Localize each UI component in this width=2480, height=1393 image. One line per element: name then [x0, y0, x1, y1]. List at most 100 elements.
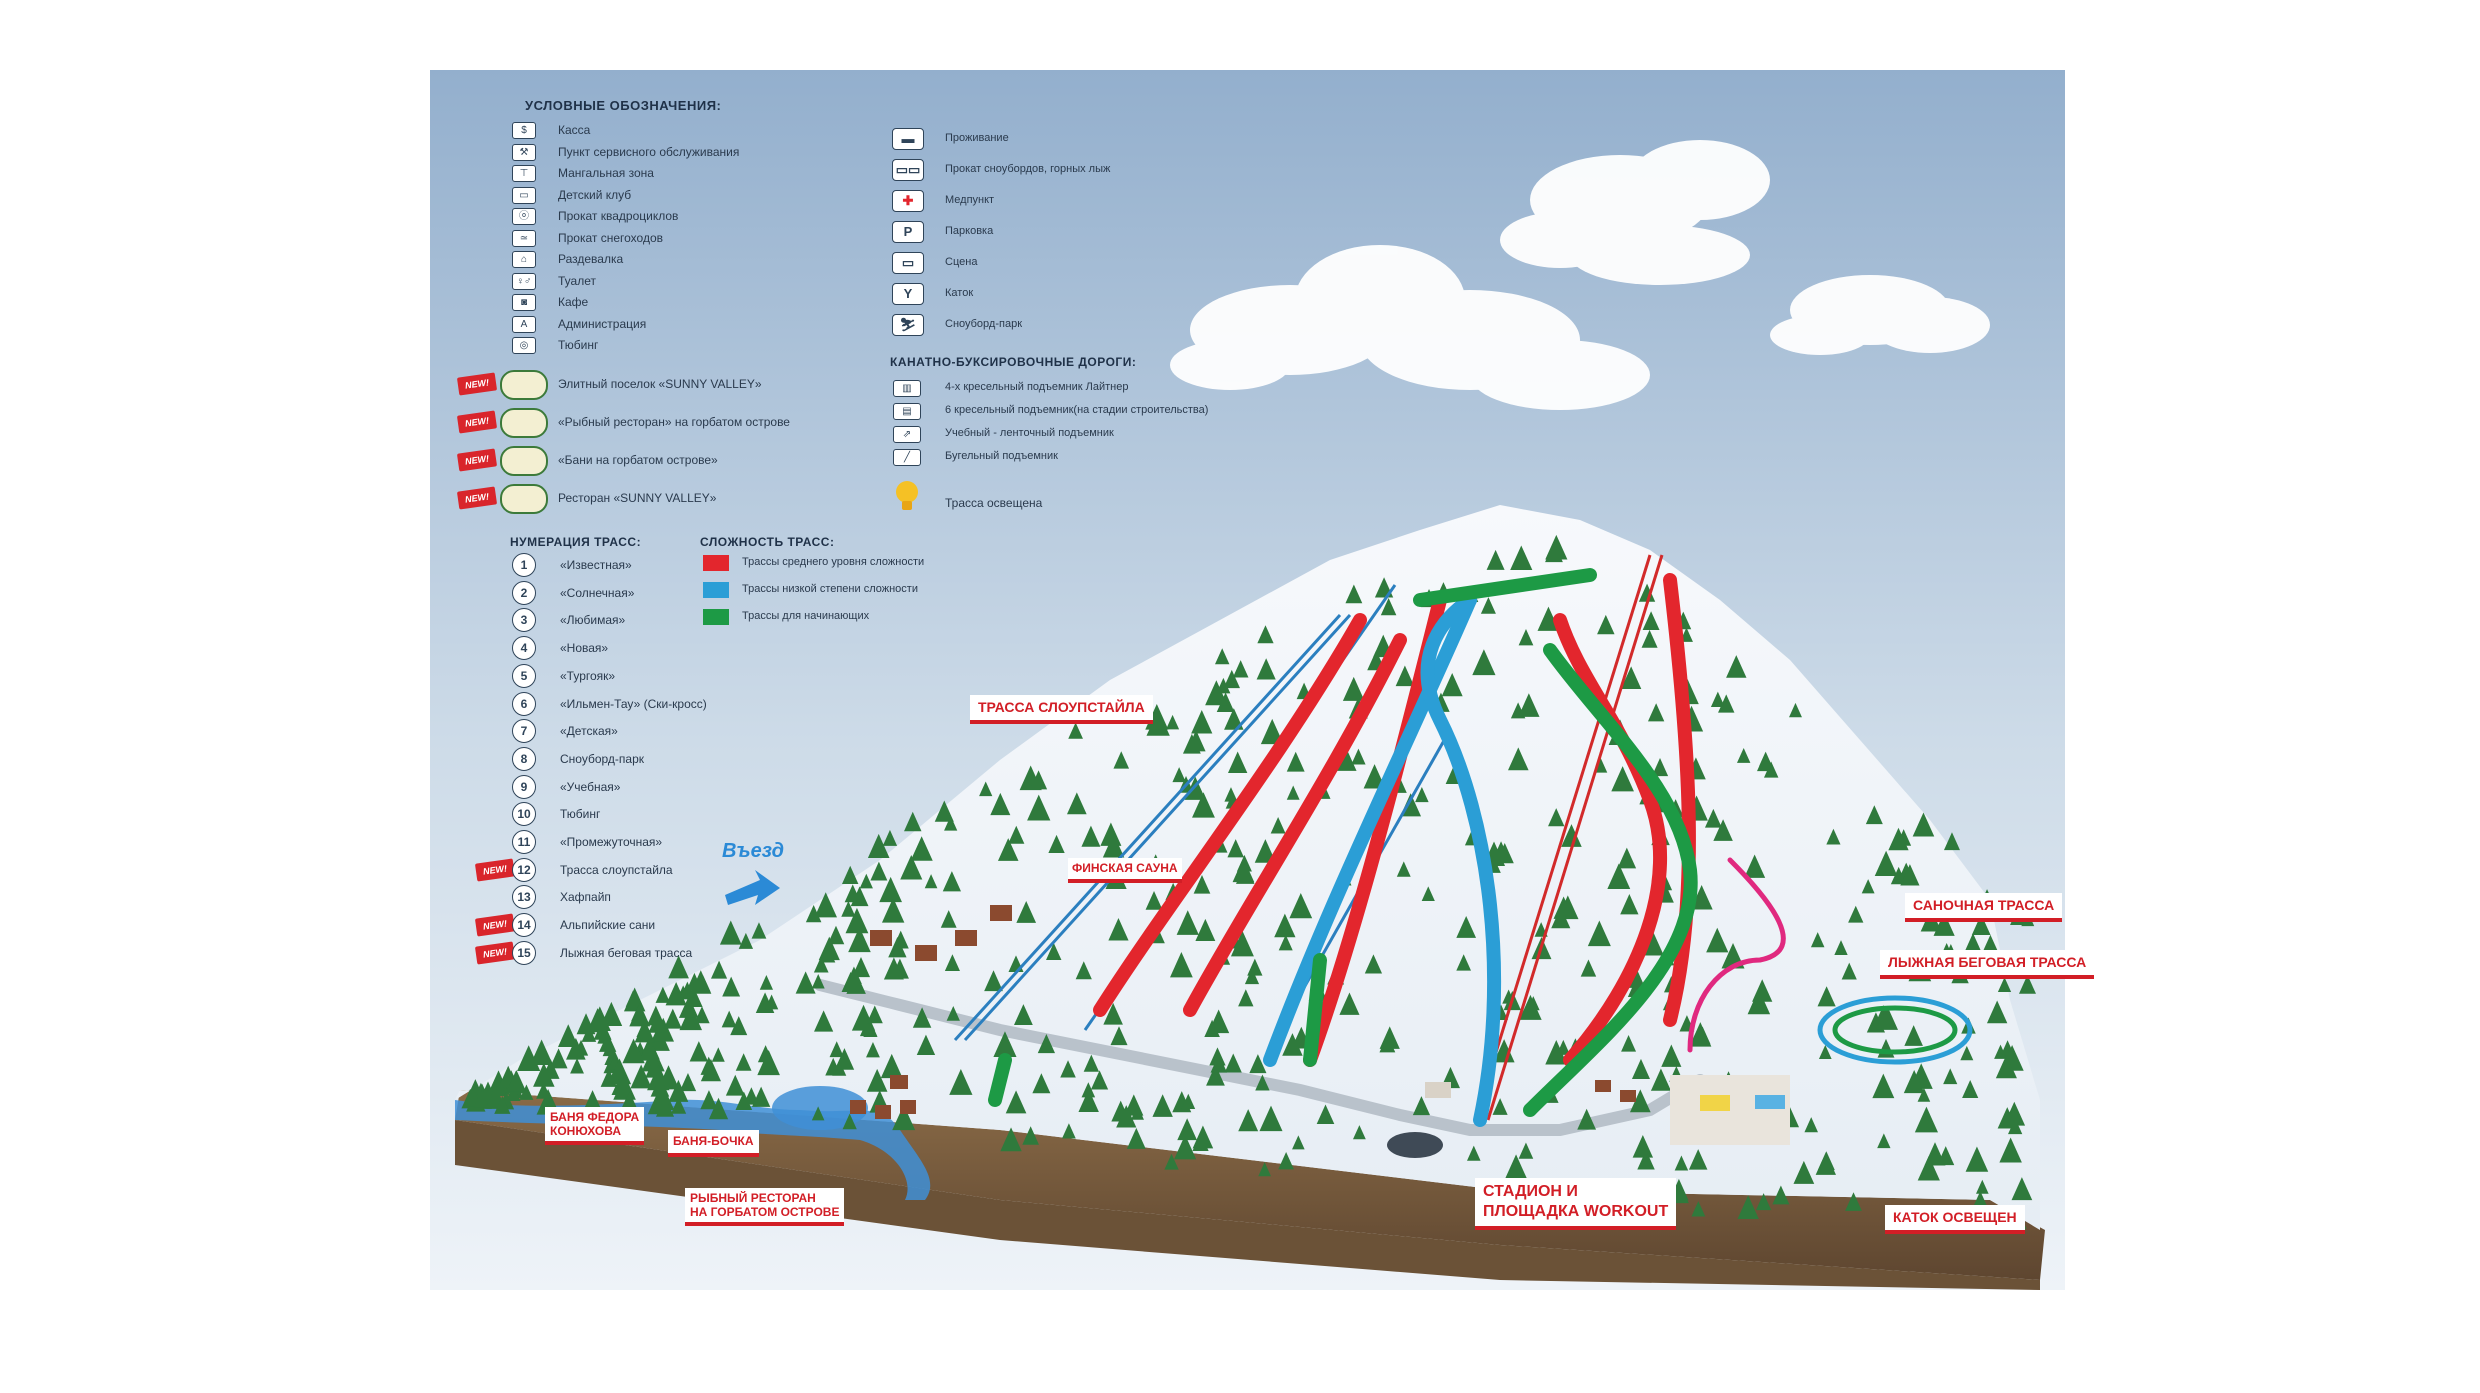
tree: [1016, 901, 1037, 923]
tree: [1170, 952, 1193, 978]
trail-red-5: [1663, 573, 1696, 1027]
tree: [1206, 1064, 1225, 1086]
tree: [795, 971, 816, 994]
trail-number-icon: 8: [512, 746, 536, 771]
tree: [1066, 792, 1087, 815]
tree: [1027, 794, 1051, 821]
tree: [1995, 1054, 2017, 1079]
tree: [1650, 1068, 1671, 1091]
callout-stadium-line1: СТАДИОН И: [1483, 1183, 1578, 1200]
tree: [1247, 958, 1263, 976]
tree: [665, 981, 687, 1006]
tree: [1519, 994, 1542, 1020]
tree: [1166, 714, 1180, 730]
trail-number-icon: 11: [512, 830, 536, 854]
tree: [710, 960, 728, 979]
tree: [845, 907, 869, 934]
tree: [1174, 1134, 1197, 1160]
tree: [604, 1046, 622, 1066]
tree: [1651, 758, 1669, 777]
buildings: [850, 905, 1636, 1119]
tree: [829, 1041, 844, 1058]
tree: [1286, 751, 1305, 772]
tree: [1971, 914, 1991, 936]
tree: [813, 956, 829, 973]
callout-finnish-sauna: ФИНСКАЯ САУНА: [1068, 858, 1182, 883]
callout-fedor-sauna-line1: БАНЯ ФЕДОРА: [550, 1110, 640, 1124]
tree: [700, 1056, 717, 1075]
tree: [1561, 824, 1582, 847]
difficulty-swatch: [703, 609, 729, 625]
cross-country-loop: [1817, 995, 1973, 1065]
lift-label: 4-х кресельный подъемник Лайтнер: [945, 381, 1129, 393]
tree: [879, 876, 902, 903]
tree: [1986, 1000, 2008, 1024]
legend-item-label: Детский клуб: [558, 187, 632, 202]
tree: [1000, 1127, 1022, 1152]
tree: [1363, 764, 1386, 789]
tree: [1763, 761, 1779, 778]
trail-name-label: Альпийские сани: [560, 918, 656, 933]
tree: [1236, 854, 1252, 872]
tree: [1191, 710, 1213, 734]
tree: [881, 897, 905, 923]
tree: [850, 886, 869, 907]
tree: [1116, 1105, 1137, 1128]
tree: [1637, 1150, 1655, 1170]
tree: [1737, 1195, 1759, 1219]
tree: [904, 811, 922, 832]
tree: [825, 1057, 842, 1076]
tree: [1108, 918, 1129, 941]
trail-red-4: [1553, 613, 1668, 1067]
tree: [679, 1072, 697, 1092]
tree: [1577, 1108, 1597, 1130]
tree: [711, 1047, 725, 1062]
tree: [1912, 812, 1935, 837]
tree: [888, 937, 907, 958]
lodging-icon: ▬: [892, 128, 924, 150]
tree: [866, 1068, 888, 1092]
tree: [870, 861, 888, 881]
tree: [1380, 597, 1397, 616]
chairlift-6-icon: ▤: [893, 403, 921, 420]
tree: [694, 1006, 710, 1024]
tree: [1192, 1133, 1209, 1151]
trail-number-icon: 12: [512, 857, 536, 882]
tree: [533, 1062, 555, 1087]
tree: [883, 957, 904, 980]
tree: [1900, 864, 1920, 886]
lift-label: 6 кресельный подъемник(на стадии строите…: [945, 404, 1209, 416]
trail-red-3: [1303, 593, 1447, 1067]
cloakroom-icon: ⌂: [512, 251, 536, 268]
tree: [1278, 1151, 1294, 1170]
tree: [1872, 1073, 1895, 1099]
snowboard-rental-icon: ▭▭: [892, 159, 924, 181]
tree: [1278, 934, 1293, 951]
tree: [1075, 961, 1092, 980]
tree: [818, 943, 836, 963]
stadium: [1387, 1132, 1443, 1158]
tree: [848, 927, 871, 953]
tree: [1877, 1133, 1891, 1149]
tree: [944, 954, 960, 972]
trail-name-label: «Тургояк»: [560, 668, 616, 683]
legend-item-label: Раздевалка: [558, 252, 624, 266]
legend-item-label: Прокат снегоходов: [558, 230, 664, 245]
difficulty-label: Трассы среднего уровня сложности: [742, 556, 925, 568]
tree: [1193, 875, 1211, 894]
tree: [759, 974, 774, 990]
tree: [1508, 747, 1529, 771]
tree: [1030, 770, 1048, 790]
callout-fish-restaurant-line2: НА ГОРБАТОМ ОСТРОВЕ: [690, 1205, 840, 1219]
trail-number-icon: 4: [512, 636, 536, 661]
tree: [1186, 730, 1206, 752]
trails: [988, 568, 1786, 1127]
legend-item-label: Пункт сервисного обслуживания: [558, 144, 740, 159]
chairlift-4-icon: ▥: [893, 380, 921, 397]
tree: [1472, 649, 1496, 676]
tree: [581, 1025, 597, 1042]
administration-icon: A: [512, 315, 536, 333]
tree: [1224, 1053, 1242, 1073]
tree: [1456, 915, 1477, 938]
tree: [1518, 693, 1540, 717]
